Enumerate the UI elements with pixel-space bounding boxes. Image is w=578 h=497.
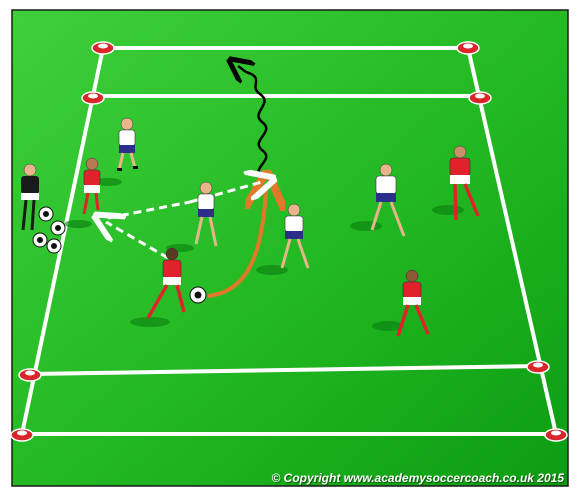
- soccer-ball-icon: [47, 239, 61, 253]
- cone-icon: [82, 92, 104, 104]
- soccer-ball-icon: [33, 233, 47, 247]
- soccer-ball-icon: [39, 207, 53, 221]
- cone-icon: [11, 429, 33, 441]
- soccer-ball-icon: [51, 221, 65, 235]
- cone-icon: [527, 361, 549, 373]
- cone-icon: [92, 42, 114, 54]
- soccer-ball-icon: [190, 287, 206, 303]
- cone-icon: [19, 369, 41, 381]
- copyright-text: © Copyright www.academysoccercoach.co.uk…: [271, 471, 564, 485]
- cone-icon: [545, 429, 567, 441]
- cone-icon: [457, 42, 479, 54]
- cone-icon: [469, 92, 491, 104]
